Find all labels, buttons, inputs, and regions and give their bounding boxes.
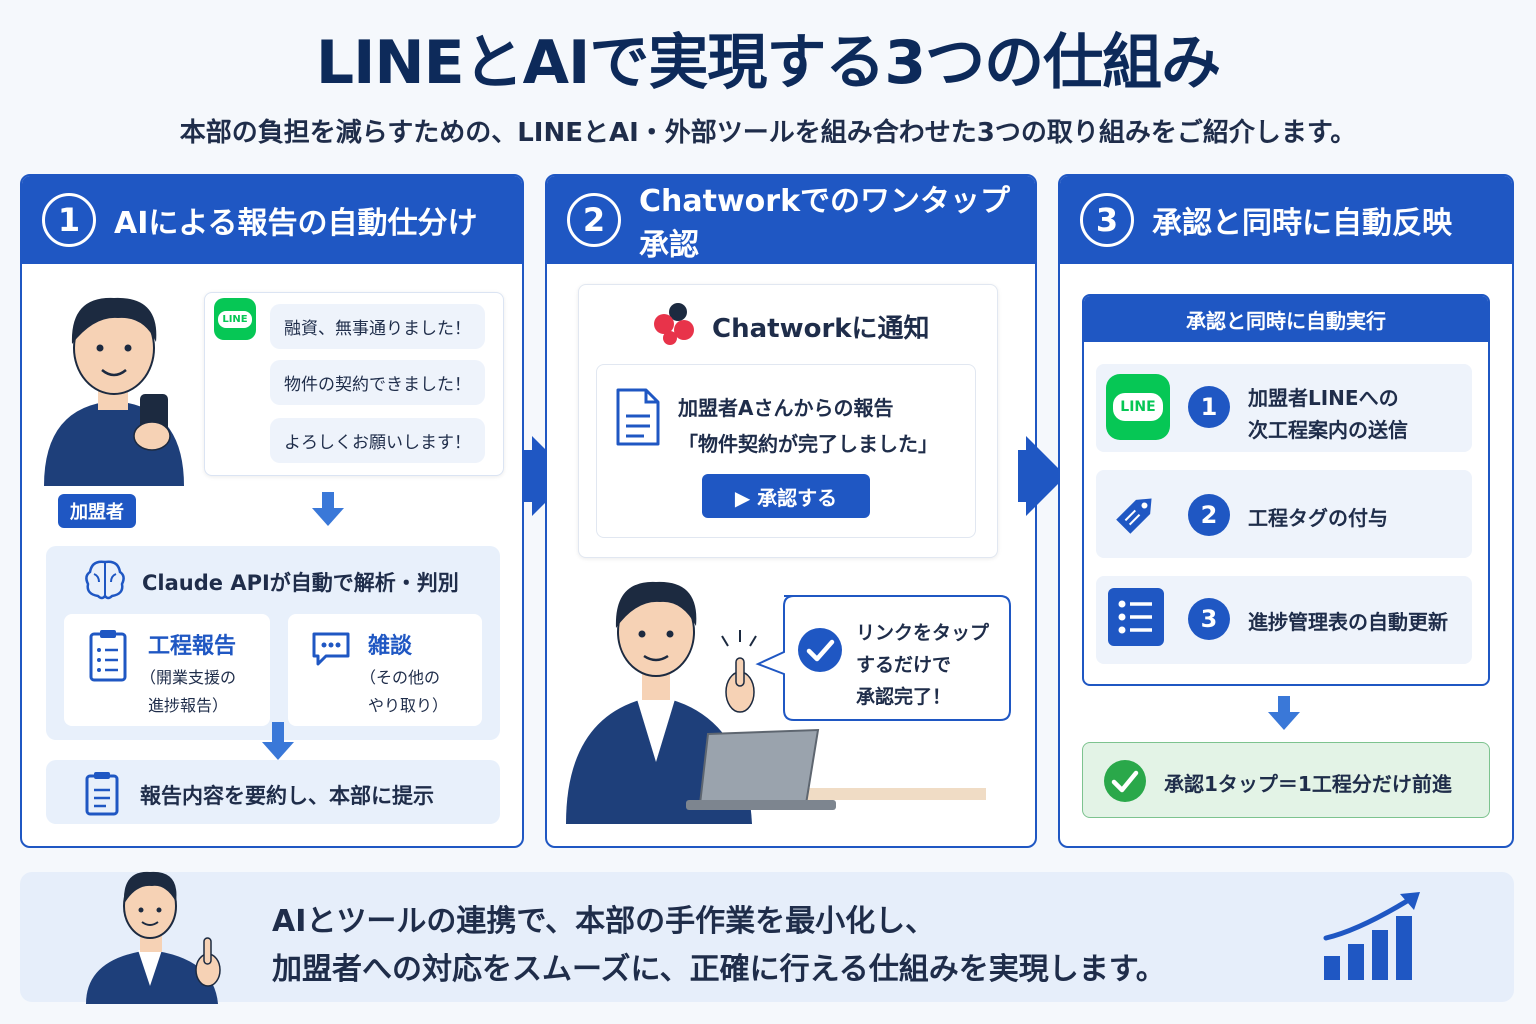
footer-line-2: 加盟者への対応をスムーズに、正確に行える仕組みを実現します。 (272, 952, 1166, 987)
category-chat-title: 雑談 (368, 634, 413, 659)
clipboard-list-icon (89, 630, 127, 682)
summary-box (46, 760, 500, 824)
line-app-icon-label: LINE (1113, 393, 1163, 421)
footer-band (20, 872, 1514, 1002)
brain-icon (85, 560, 125, 600)
page-title: LINEとAIで実現する3つの仕組み (315, 28, 1221, 98)
step-label: 工程タグの付与 (1248, 506, 1388, 530)
panel-1-header: 1 AIによる報告の自動仕分け (22, 176, 522, 264)
step-number: 1 (1188, 386, 1230, 428)
speech-bubble (755, 595, 1011, 721)
user-with-phone-icon (44, 297, 184, 486)
step-number: 2 (1188, 494, 1230, 536)
message-bubble: よろしくお願いします！ (270, 418, 485, 463)
panel-2-title: Chatworkでのワンタップ承認 (639, 184, 1011, 263)
step-label: 進捗管理表の自動更新 (1248, 610, 1448, 634)
step-label: 次工程案内の送信 (1248, 418, 1408, 442)
panel-2-header: 2 Chatworkでのワンタップ承認 (547, 176, 1035, 264)
bubble-line-3: 承認完了！ (856, 686, 952, 708)
chatwork-logo-icon (654, 303, 694, 345)
down-arrow-icon (312, 492, 344, 526)
summary-text: 報告内容を要約し、本部に提示 (140, 784, 434, 808)
user-tag: 加盟者 (58, 494, 136, 528)
green-check-icon (1104, 760, 1146, 802)
panel-3-header: 3 承認と同時に自動反映 (1060, 176, 1512, 264)
bubble-line-1: リンクをタップ (856, 622, 990, 644)
chat-bubble-icon (312, 632, 350, 666)
report-line-1: 加盟者Aさんからの報告 (678, 396, 894, 420)
person-with-laptop-icon (566, 581, 986, 824)
ai-analysis-title: Claude APIが自動で解析・判別 (142, 571, 459, 595)
check-circle-icon (798, 628, 842, 672)
approve-button[interactable]: ▶ 承認する (702, 474, 870, 518)
line-app-icon: LINE (214, 298, 256, 340)
line-app-icon: LINE (1106, 374, 1170, 440)
page-subtitle: 本部の負担を減らすための、LINEとAI・外部ツールを組み合わせた3つの取り組み… (179, 118, 1357, 148)
growth-chart-icon (1323, 892, 1420, 980)
down-arrow-icon (1268, 696, 1300, 730)
file-icon (616, 388, 660, 446)
footer-line-1: AIとツールの連携で、本部の手作業を最小化し、 (272, 904, 936, 939)
presenter-icon (86, 871, 221, 1004)
panel-3-number: 3 (1080, 193, 1134, 247)
category-chat-desc: （その他の (360, 668, 441, 687)
message-bubble: 物件の契約できました！ (270, 360, 485, 405)
category-progress-desc: （開業支援の (140, 668, 237, 687)
category-chat-desc: やり取り） (368, 696, 449, 715)
down-arrow-icon (262, 722, 294, 760)
result-box (1082, 742, 1490, 818)
message-bubble: 融資、無事通りました！ (270, 304, 485, 349)
report-line-2: 「物件契約が完了しました」 (678, 432, 938, 456)
document-icon (85, 772, 119, 816)
panel-2-number: 2 (567, 193, 621, 247)
checklist-icon (1108, 588, 1164, 646)
panel-1-number: 1 (42, 193, 96, 247)
category-progress-desc: 進捗報告） (148, 696, 229, 715)
line-app-icon-label: LINE (218, 310, 252, 328)
chatwork-notify-title: Chatworkに通知 (712, 314, 930, 344)
step-number: 3 (1188, 598, 1230, 640)
result-text: 承認1タップ＝1工程分だけ前進 (1164, 772, 1452, 796)
auto-exec-title: 承認と同時に自動実行 (1084, 296, 1488, 342)
category-progress-title: 工程報告 (148, 634, 237, 659)
step-row (1096, 470, 1472, 558)
tag-icon (1116, 498, 1152, 534)
panel-1-title: AIによる報告の自動仕分け (114, 206, 478, 241)
step-label: 加盟者LINEへの (1248, 386, 1399, 410)
panel-3-title: 承認と同時に自動反映 (1152, 206, 1452, 241)
bubble-line-2: するだけで (856, 654, 952, 676)
